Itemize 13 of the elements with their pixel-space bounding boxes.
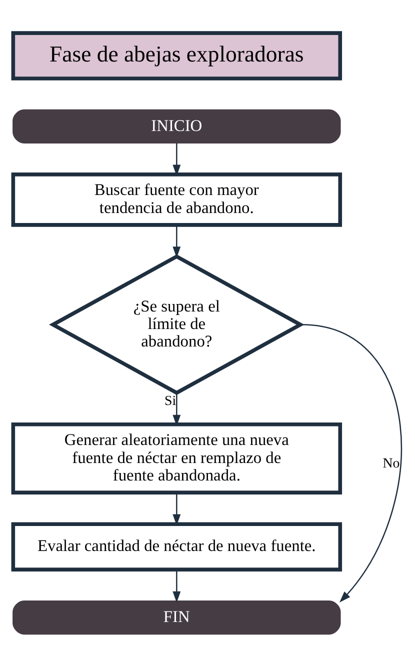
node-box: INICIO: [12, 109, 341, 144]
edge-label: No: [382, 456, 400, 472]
arrow: [302, 324, 402, 603]
node-box: Generar aleatoriamente una nueva fuente de néctar en remplazo de fuente abandonada.: [11, 422, 342, 494]
node-diamond: ¿Se supera el límite de abandono?: [49, 254, 304, 395]
node-box: Buscar fuente con mayor tendencia de abandono.: [11, 172, 342, 227]
edge-label: Si: [164, 394, 176, 409]
node-box: FIN: [12, 600, 341, 635]
arrow: [172, 225, 181, 258]
node-box: Fase de abejas exploradoras: [11, 31, 342, 80]
node-box: Evalar cantidad de néctar de nueva fuente.: [11, 522, 342, 572]
arrow: [172, 393, 181, 426]
arrow: [172, 570, 181, 603]
